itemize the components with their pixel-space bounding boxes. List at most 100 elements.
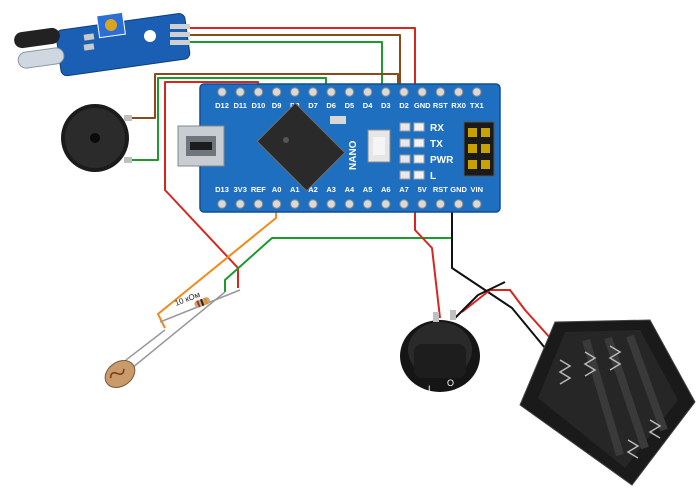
wire-green-gnd: [224, 205, 453, 292]
microcontroller-chip: [256, 102, 346, 192]
crystal: [330, 116, 346, 124]
top-pin-rx0: [453, 87, 464, 97]
bottom-pin-label: RST: [433, 185, 448, 194]
bottom-pin-label: A2: [308, 185, 318, 194]
arduino-nano-board: D12D11D10D9D8D7D6D5D4D3D2GNDRSTRX0TX1 D1…: [177, 83, 501, 213]
top-pin-label: D6: [326, 101, 336, 110]
top-pin-label: D3: [381, 101, 391, 110]
led-pwr: [399, 154, 411, 164]
led-label: TX: [430, 139, 443, 150]
top-pin-d8: [290, 87, 300, 97]
bottom-pin-5v: [417, 199, 427, 209]
bottom-pin-gnd: [453, 199, 464, 209]
led-rx: [399, 122, 411, 132]
bottom-pin-a1: [290, 199, 300, 209]
bottom-pin-a3: [326, 199, 336, 209]
bottom-pin-label: VIN: [471, 185, 484, 194]
top-pin-label: TX1: [470, 101, 484, 110]
top-pin-d4: [362, 87, 373, 97]
bottom-pin-label: GND: [450, 185, 467, 194]
bottom-pin-a4: [344, 199, 355, 209]
ir-sensor-module: [14, 11, 191, 77]
wire-red-ir-5v: [190, 27, 416, 88]
led-l: [399, 170, 411, 180]
bottom-pin-label: D13: [215, 185, 229, 194]
bottom-pin-label: A3: [326, 185, 336, 194]
bottom-pin-label: 5V: [418, 185, 427, 194]
led-label: PWR: [430, 155, 454, 166]
bottom-pin-label: A4: [345, 185, 355, 194]
bottom-pin-label: A5: [363, 185, 373, 194]
usb-connector: [177, 125, 225, 167]
bottom-pin-label: A7: [399, 185, 409, 194]
wire-orange-a0: [157, 205, 277, 329]
top-pin-d10: [253, 87, 264, 97]
bottom-pin-a5: [362, 199, 373, 209]
bottom-pin-rst: [435, 199, 446, 209]
switch-off-symbol: O: [447, 378, 454, 388]
bottom-pin-ref: [253, 199, 264, 209]
led-resistor: [413, 122, 425, 132]
bottom-pin-a0: [271, 199, 282, 209]
bottom-pin-label: 3V3: [234, 185, 247, 194]
top-pin-rst: [435, 87, 446, 97]
top-pin-d5: [344, 87, 355, 97]
top-pin-label: GND: [414, 101, 431, 110]
top-pin-d12: [217, 87, 227, 97]
battery-holder: [519, 319, 696, 486]
top-pin-label: D11: [234, 101, 247, 110]
icsp-header: [463, 121, 495, 177]
bottom-pin-label: A0: [272, 185, 282, 194]
bottom-pin-a6: [381, 199, 391, 209]
led-tx: [399, 138, 411, 148]
led-label: L: [430, 171, 436, 182]
led-resistor: [413, 138, 425, 148]
bottom-pin-label: REF: [251, 185, 266, 194]
wire-red-5v-switch: [414, 205, 441, 319]
top-pin-gnd: [417, 87, 427, 97]
top-pin-d11: [235, 87, 245, 97]
led-resistor: [413, 154, 425, 164]
wire-brown-ir-gnd: [190, 34, 401, 88]
top-header: D12D11D10D9D8D7D6D5D4D3D2GNDRSTRX0TX1: [215, 87, 484, 110]
wire-red-d10: [164, 81, 259, 288]
resistor: 10 кОм: [159, 289, 241, 323]
buzzer: [61, 104, 132, 172]
bottom-pin-a2: [308, 199, 318, 209]
bottom-pin-a7: [399, 199, 409, 209]
top-pin-label: D5: [345, 101, 355, 110]
top-pin-d3: [381, 87, 391, 97]
wire-brown-buzzer: [128, 73, 399, 119]
top-pin-label: RX0: [451, 101, 466, 110]
photoresistor: [104, 291, 226, 388]
wire-green-buzzer: [128, 77, 327, 161]
top-pin-d7: [308, 87, 318, 97]
top-pin-label: D2: [399, 101, 409, 110]
top-pin-label: D9: [272, 101, 282, 110]
wires: [128, 27, 553, 349]
top-pin-d9: [271, 87, 282, 97]
bottom-pin-label: A6: [381, 185, 391, 194]
top-pin-label: D4: [363, 101, 373, 110]
top-pin-tx1: [472, 87, 482, 97]
rocker-switch: I O: [400, 310, 480, 394]
switch-on-symbol: I: [428, 384, 431, 394]
top-pin-label: D10: [252, 101, 266, 110]
bottom-pin-3v3: [235, 199, 245, 209]
wire-red-switch-battery: [461, 289, 553, 341]
board-label: NANO: [348, 140, 359, 170]
wire-black-switch: [454, 281, 506, 319]
wire-black-gnd-battery: [451, 205, 546, 349]
top-pin-label: D7: [308, 101, 318, 110]
top-pin-d2: [399, 87, 409, 97]
top-pin-label: D12: [215, 101, 229, 110]
led-resistor: [413, 170, 425, 180]
bottom-pin-label: A1: [290, 185, 300, 194]
top-pin-d6: [326, 87, 336, 97]
bottom-pin-vin: [472, 199, 482, 209]
wire-green-ir-d3: [190, 41, 383, 88]
